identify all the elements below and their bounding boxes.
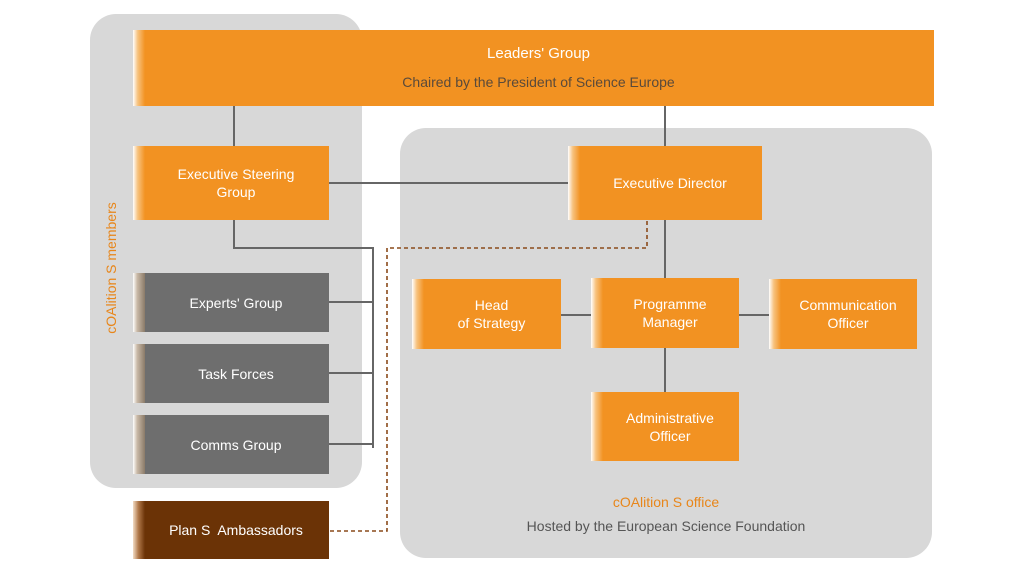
plan-s-ambassadors-box: Plan S Ambassadors: [133, 501, 329, 559]
leaders-group-box: Leaders' Group Chaired by the President …: [133, 30, 934, 106]
box-accent-strip: [591, 392, 603, 461]
box-accent-strip: [591, 278, 603, 348]
box-accent-strip: [133, 273, 145, 332]
task-forces-box: Task Forces: [133, 344, 329, 403]
programme-manager-box: Programme Manager: [591, 278, 739, 348]
box-accent-strip: [568, 146, 580, 220]
dashed-connector-ambassadors: [330, 220, 648, 532]
box-accent-strip: [133, 344, 145, 403]
office-panel-subtitle: Hosted by the European Science Foundatio…: [526, 518, 806, 534]
connector-steering-groups: [233, 220, 374, 448]
executive-director-box: Executive Director: [568, 146, 762, 220]
office-panel-title: cOAlition S office: [612, 494, 720, 510]
task-forces-label: Task Forces: [198, 365, 274, 382]
leaders-group-title: Leaders' Group: [487, 45, 590, 62]
comms-group-label: Comms Group: [190, 436, 282, 453]
executive-steering-group-line2: Group: [216, 184, 256, 200]
programme-manager-line2: Manager: [642, 314, 698, 330]
executive-steering-group-box: Executive Steering Group: [133, 146, 329, 220]
executive-steering-group-line1: Executive Steering: [177, 166, 295, 182]
communication-officer-box: Communication Officer: [769, 279, 917, 349]
executive-director-label: Executive Director: [613, 175, 727, 191]
comms-group-box: Comms Group: [133, 415, 329, 474]
box-accent-strip: [412, 279, 424, 349]
communication-officer-line2: Officer: [827, 315, 869, 331]
experts-group-label: Experts' Group: [189, 294, 283, 311]
experts-group-box: Experts' Group: [133, 273, 329, 332]
programme-manager-line1: Programme: [633, 296, 707, 312]
head-of-strategy-line2: of Strategy: [457, 315, 526, 331]
administrative-officer-line1: Administrative: [626, 409, 714, 426]
head-of-strategy-line1: Head: [474, 297, 509, 313]
box-accent-strip: [133, 146, 145, 220]
members-panel-label: cOAlition S members: [103, 202, 119, 334]
administrative-officer-box: Administrative Officer: [591, 392, 739, 461]
plan-s-ambassadors-label: Plan S Ambassadors: [169, 522, 303, 538]
box-accent-strip: [769, 279, 781, 349]
head-of-strategy-box: Head of Strategy: [412, 279, 561, 349]
box-accent-strip: [133, 30, 145, 106]
box-accent-strip: [133, 415, 145, 474]
administrative-officer-line2: Officer: [649, 427, 691, 444]
box-accent-strip: [133, 501, 145, 559]
communication-officer-line1: Communication: [799, 297, 897, 313]
leaders-group-subtitle: Chaired by the President of Science Euro…: [402, 74, 675, 90]
